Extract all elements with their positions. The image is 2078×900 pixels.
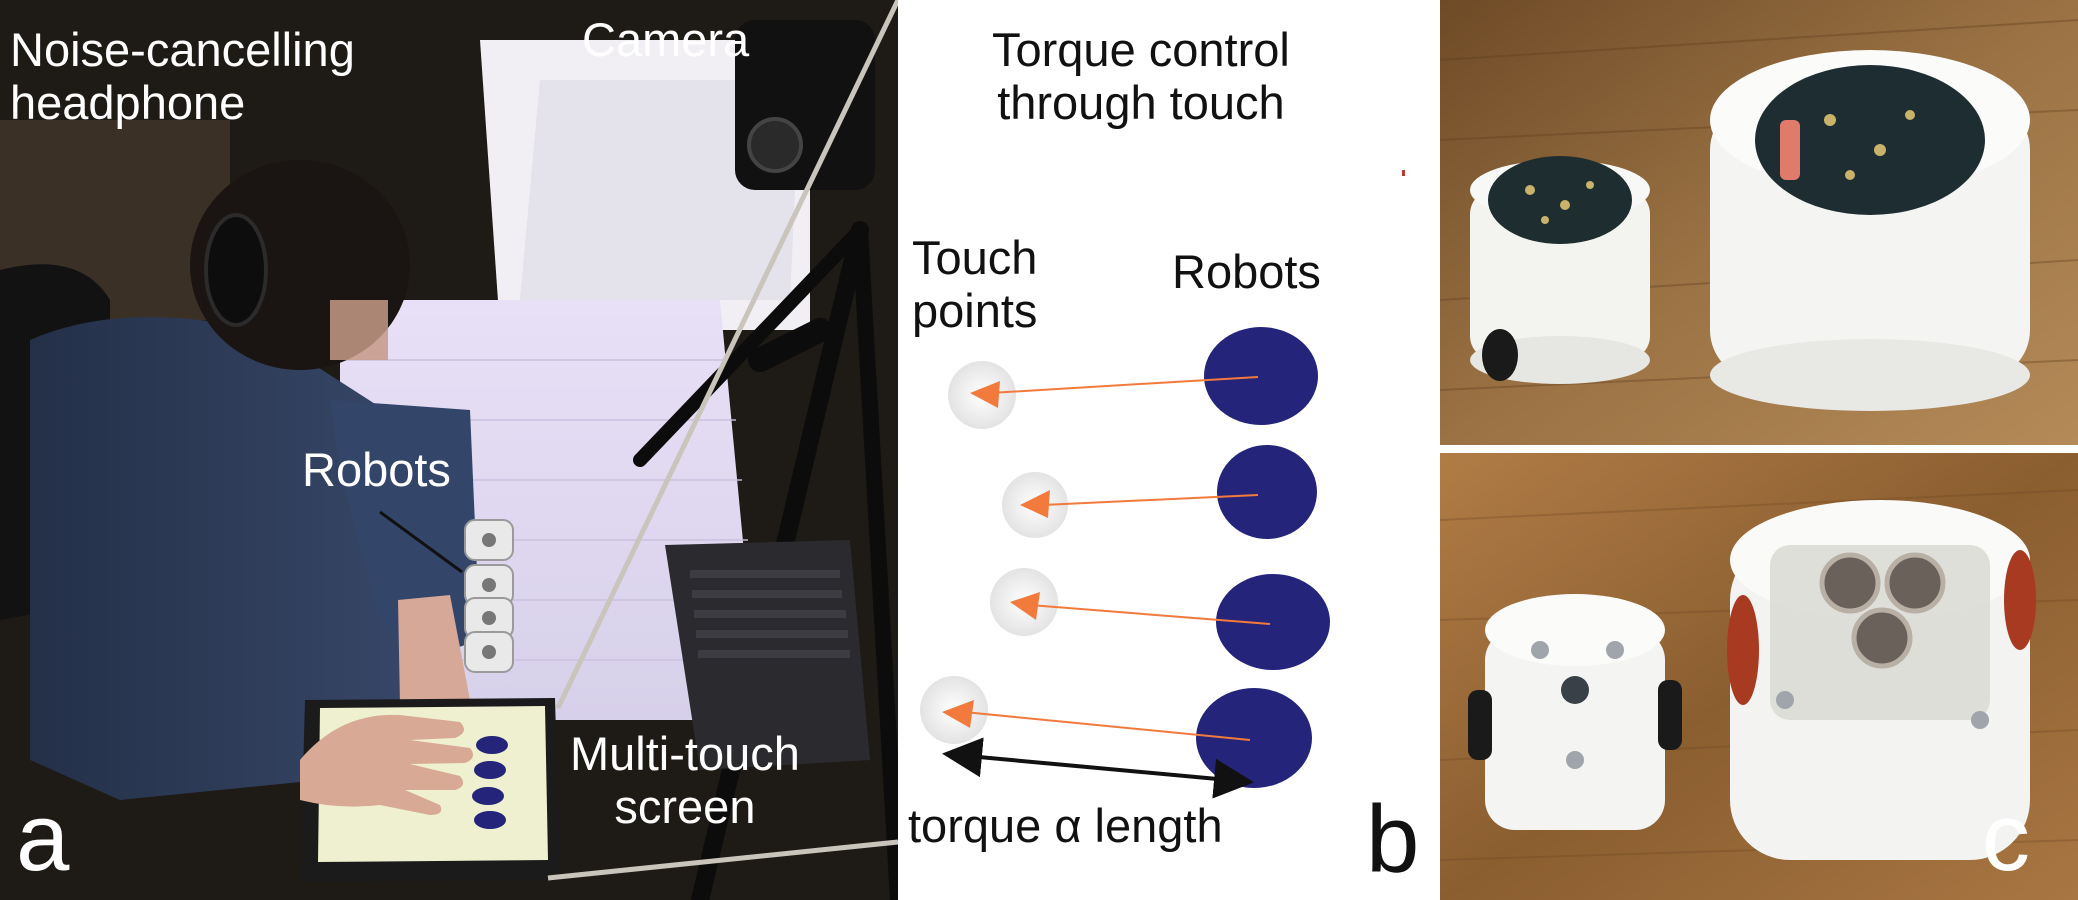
robots-label-a: Robots — [302, 443, 451, 496]
torque-length-arrow — [942, 737, 1254, 799]
torque-line — [1029, 604, 1271, 625]
headphone-label: Noise-cancelling headphone — [10, 23, 355, 129]
small-robot-bottom — [1468, 594, 1682, 830]
experiment-setup-illustration — [0, 0, 898, 900]
robots-on-table — [464, 519, 514, 673]
panel-letter-a: a — [16, 784, 70, 891]
torque-line — [1042, 494, 1259, 506]
robot-disc — [1217, 445, 1317, 539]
panel-b-diagram: Torque control through touch Touch point… — [898, 0, 1440, 900]
multitouch-screen-label: Multi-touch screen — [570, 727, 800, 833]
zoom-line-bottom — [547, 839, 898, 881]
robots-label-b: Robots — [1172, 245, 1321, 298]
robot-hardware-illustration — [1440, 0, 2078, 900]
robot-disc — [1204, 327, 1318, 425]
small-robot-top — [1470, 156, 1650, 384]
photo-divider — [1440, 445, 2078, 453]
torque-arrowhead — [942, 700, 974, 728]
panel-letter-b: b — [1366, 786, 1420, 893]
large-robot-top — [1710, 50, 2030, 411]
torque-row-2 — [1002, 445, 1317, 539]
torque-diagram — [920, 170, 1405, 799]
touch-points-label: Touch points — [912, 231, 1038, 337]
zoom-line-top — [555, 0, 898, 710]
hand-on-screen — [300, 714, 474, 815]
torque-row-1 — [948, 327, 1318, 429]
torque-line — [963, 711, 1251, 741]
torque-arrowhead — [970, 381, 1000, 408]
torque-arrowhead — [1020, 490, 1050, 518]
panel-c-photos: c — [1440, 0, 2078, 900]
camera-label: Camera — [582, 13, 750, 66]
robot-disc — [1216, 574, 1330, 670]
robot-disc — [1196, 688, 1312, 788]
large-robot-bottom — [1727, 500, 2036, 860]
torque-length-label: torque α length — [908, 799, 1223, 852]
torque-line — [989, 376, 1259, 394]
torque-row-3 — [990, 568, 1330, 670]
torque-arrowhead — [1010, 592, 1040, 620]
panel-letter-c: c — [1982, 784, 2030, 891]
person-hand-on-table — [398, 595, 470, 705]
diagram-title: Torque control through touch — [992, 23, 1290, 129]
robots-pointer-line — [379, 510, 463, 574]
headphone — [204, 213, 268, 327]
panel-a-photo: Noise-cancelling headphone Camera Robots… — [0, 0, 898, 900]
